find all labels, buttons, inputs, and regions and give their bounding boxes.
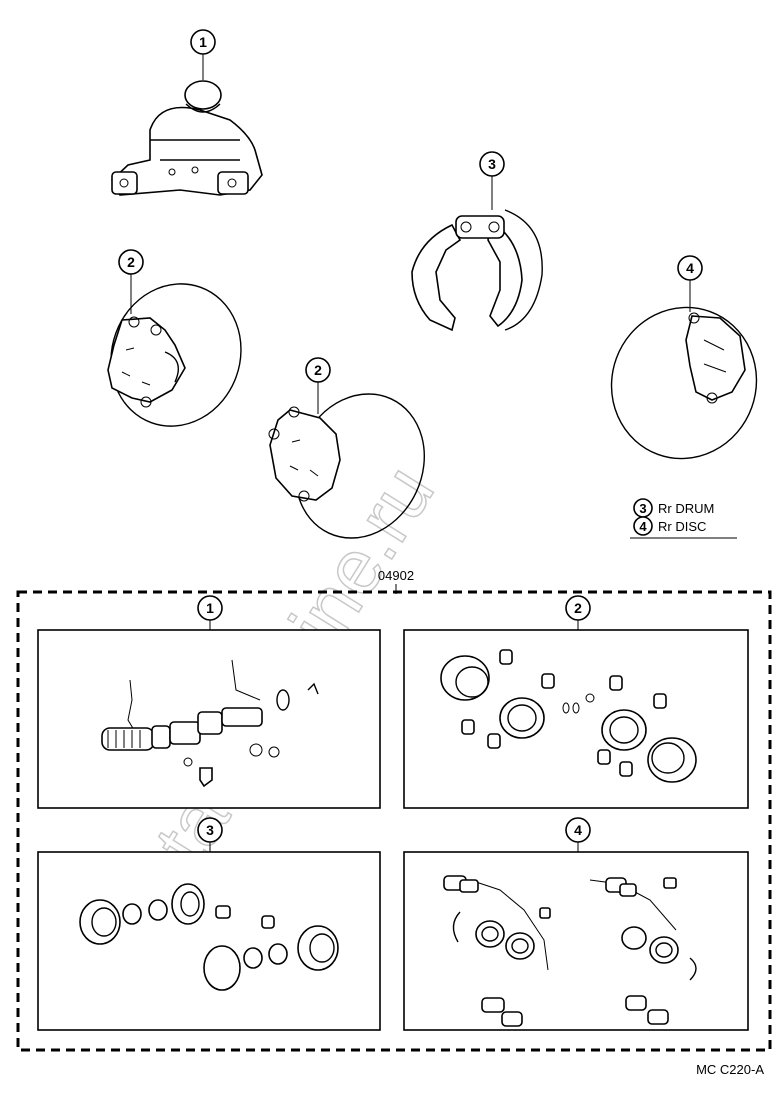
kit-panel-2: 2 xyxy=(403,595,749,809)
rear-disc-illustration xyxy=(610,280,758,460)
rear-drum-illustration xyxy=(411,176,543,332)
callout-1: 1 xyxy=(190,29,216,55)
callout-3: 3 xyxy=(479,151,505,177)
svg-text:3: 3 xyxy=(206,822,214,838)
kit-panel-3: 3 xyxy=(37,817,381,1031)
diagram-code: MC C220-A xyxy=(696,1062,764,1077)
kit-panel-4: 4 xyxy=(403,817,749,1031)
callout-2-center: 2 xyxy=(305,357,331,383)
master-cylinder-illustration xyxy=(111,54,263,196)
legend-drum-num: 3 xyxy=(639,501,646,516)
svg-text:4: 4 xyxy=(686,260,694,276)
svg-text:3: 3 xyxy=(488,156,496,172)
legend: 3 Rr DRUM 4 Rr DISC xyxy=(630,498,737,539)
front-caliper-left-illustration xyxy=(107,274,242,427)
svg-text:2: 2 xyxy=(314,362,322,378)
legend-drum-label: Rr DRUM xyxy=(658,501,714,516)
legend-disc-num: 4 xyxy=(639,519,647,534)
svg-text:4: 4 xyxy=(574,822,582,838)
legend-disc-label: Rr DISC xyxy=(658,519,706,534)
kit-boundary xyxy=(16,590,772,1052)
svg-text:2: 2 xyxy=(127,254,135,270)
callout-4: 4 xyxy=(677,255,703,281)
callout-2-left: 2 xyxy=(118,249,144,275)
kit-panel-1: 1 xyxy=(37,595,381,809)
kit-part-number: 04902 xyxy=(378,568,414,583)
svg-text:2: 2 xyxy=(574,600,582,616)
svg-text:1: 1 xyxy=(199,34,207,50)
svg-text:1: 1 xyxy=(206,600,214,616)
front-caliper-center-illustration xyxy=(268,382,426,539)
